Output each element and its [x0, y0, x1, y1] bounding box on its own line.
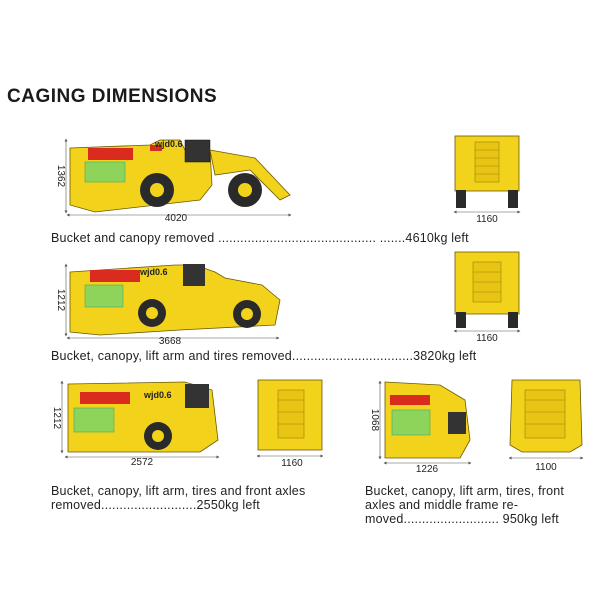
width-dim-4: 1100: [535, 462, 557, 473]
width-dim-1: 1160: [476, 214, 498, 225]
side-view-config-2: [64, 263, 281, 340]
side-view-config-3: [60, 380, 220, 459]
side-view-config-1: [64, 138, 292, 217]
height-dim-2: 1212: [55, 289, 66, 312]
length-dim-3: 2572: [131, 457, 154, 468]
rear-view-config-4: [508, 379, 584, 460]
height-dim-1: 1362: [55, 165, 66, 188]
height-dim-3: 1212: [51, 407, 62, 430]
caption-config-1: Bucket and canopy removed ..............…: [51, 231, 469, 245]
length-dim-2: 3668: [159, 336, 182, 347]
rear-view-config-2: [453, 251, 521, 333]
caption-config-2: Bucket, canopy, lift arm and tires remov…: [51, 349, 477, 363]
model-label-3: wjd0.6: [143, 390, 172, 400]
model-label-1: wjd0.6: [154, 139, 183, 149]
warning-stripe: [88, 148, 133, 160]
rear-view-config-1: [453, 135, 521, 214]
rear-view-config-3: [256, 379, 324, 458]
length-dim-4: 1226: [416, 464, 439, 475]
caption-config-4: Bucket, canopy, lift arm, tires, front a…: [365, 484, 565, 526]
caption-config-3: Bucket, canopy, lift arm, tires and fron…: [51, 484, 306, 512]
length-dim-1: 4020: [165, 213, 188, 224]
side-view-config-4: [378, 380, 472, 465]
page-title: CAGING DIMENSIONS: [7, 86, 218, 107]
height-dim-4: 1068: [369, 409, 380, 432]
model-label-2: wjd0.6: [139, 267, 168, 277]
width-dim-2: 1160: [476, 333, 498, 344]
width-dim-3: 1160: [281, 458, 303, 469]
